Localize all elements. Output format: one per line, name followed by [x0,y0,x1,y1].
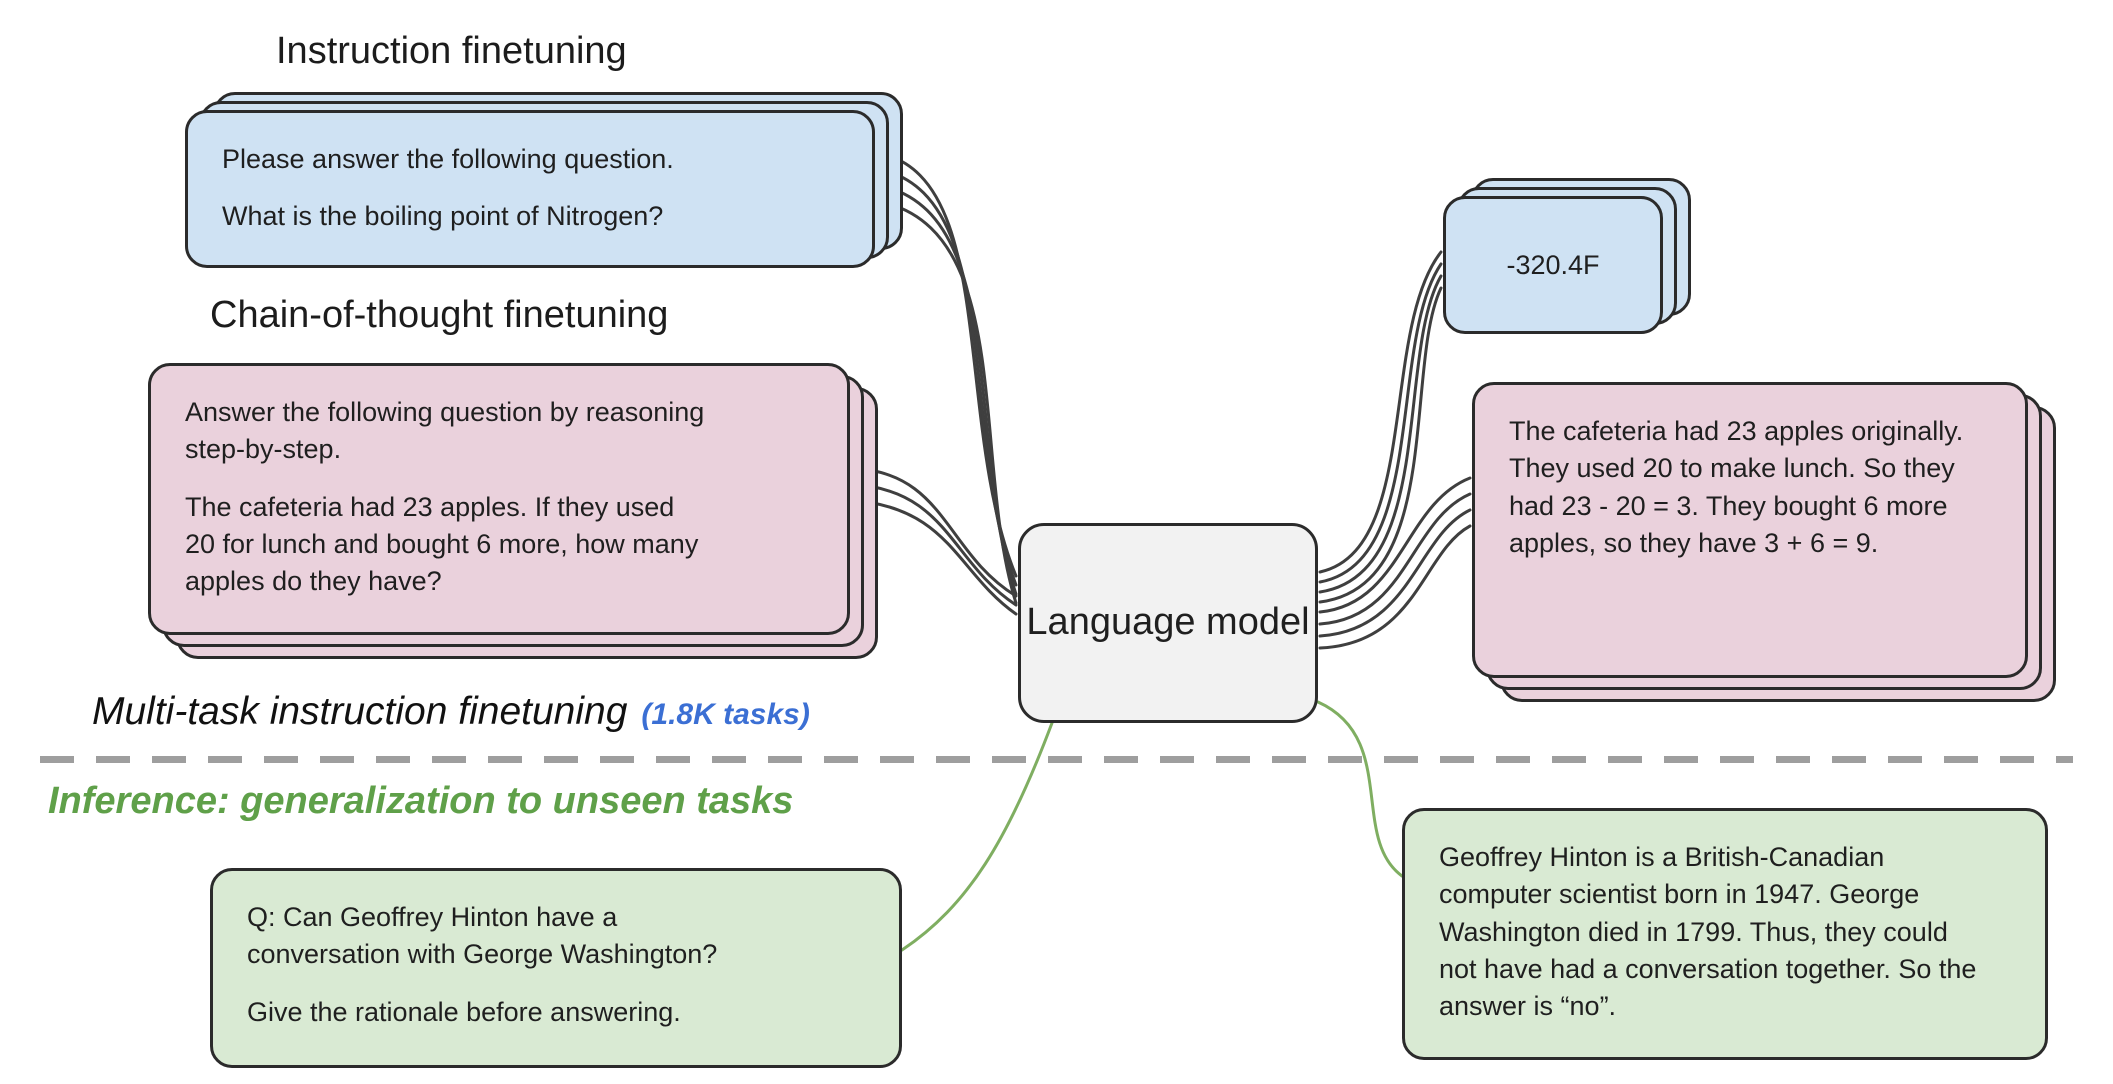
language-model-box: Language model [1018,523,1318,723]
cot-prompt-card: Answer the following question by reasoni… [148,363,850,635]
green-connectors [900,700,1404,952]
connector-cot-to-model [846,498,1018,616]
dark-connectors [846,150,1472,650]
cot-answer-text: The cafeteria had 23 apples originally. … [1509,416,1964,558]
cot-prompt-line: Answer the following question by reasoni… [185,397,705,465]
instruction-finetuning-heading: Instruction finetuning [276,30,627,72]
inference-heading: Inference: generalization to unseen task… [48,780,794,822]
connector-model-to-inference-answer [1316,700,1404,878]
instruction-prompt-card: Please answer the following question. Wh… [185,110,875,268]
inference-prompt-line: Give the rationale before answering. [247,996,681,1027]
inference-prompt-line: Q: Can Geoffrey Hinton have a conversati… [247,902,718,970]
connector-model-to-instruction-answer [1318,274,1443,594]
connector-model-to-cot-answer [1318,492,1472,626]
connector-model-to-cot-answer [1318,476,1472,614]
connector-model-to-instruction-answer [1318,250,1443,574]
train-inference-divider [40,756,2073,763]
inference-answer-card: Geoffrey Hinton is a British-Canadian co… [1402,808,2048,1060]
instruction-answer-card: -320.4F [1443,196,1663,334]
instruction-prompt-line: Please answer the following question. [222,144,674,174]
inference-answer-text: Geoffrey Hinton is a British-Canadian co… [1439,842,1977,1021]
cot-finetuning-heading: Chain-of-thought finetuning [210,294,669,336]
instruction-prompt-line: What is the boiling point of Nitrogen? [222,201,664,232]
connector-instruction-to-model [870,198,1018,605]
cot-prompt-line: The cafeteria had 23 apples. If they use… [185,491,699,597]
connector-model-to-instruction-answer [1318,286,1443,604]
multitask-finetuning-heading: Multi-task instruction finetuning (1.8K t… [92,690,810,734]
connector-cot-to-model [846,466,1018,598]
instruction-answer-text: -320.4F [1506,249,1600,280]
connector-model-to-cot-answer [1318,524,1472,650]
language-model-label: Language model [1026,601,1310,644]
cot-answer-card: The cafeteria had 23 apples originally. … [1472,382,2028,678]
connector-model-to-cot-answer [1318,508,1472,638]
task-count-badge: (1.8K tasks) [641,698,810,731]
connector-inference-prompt-to-model [900,721,1054,952]
multitask-finetuning-label: Multi-task instruction finetuning [92,690,628,733]
connector-model-to-instruction-answer [1318,262,1443,584]
connector-cot-to-model [846,482,1018,607]
inference-prompt-card: Q: Can Geoffrey Hinton have a conversati… [210,868,902,1068]
